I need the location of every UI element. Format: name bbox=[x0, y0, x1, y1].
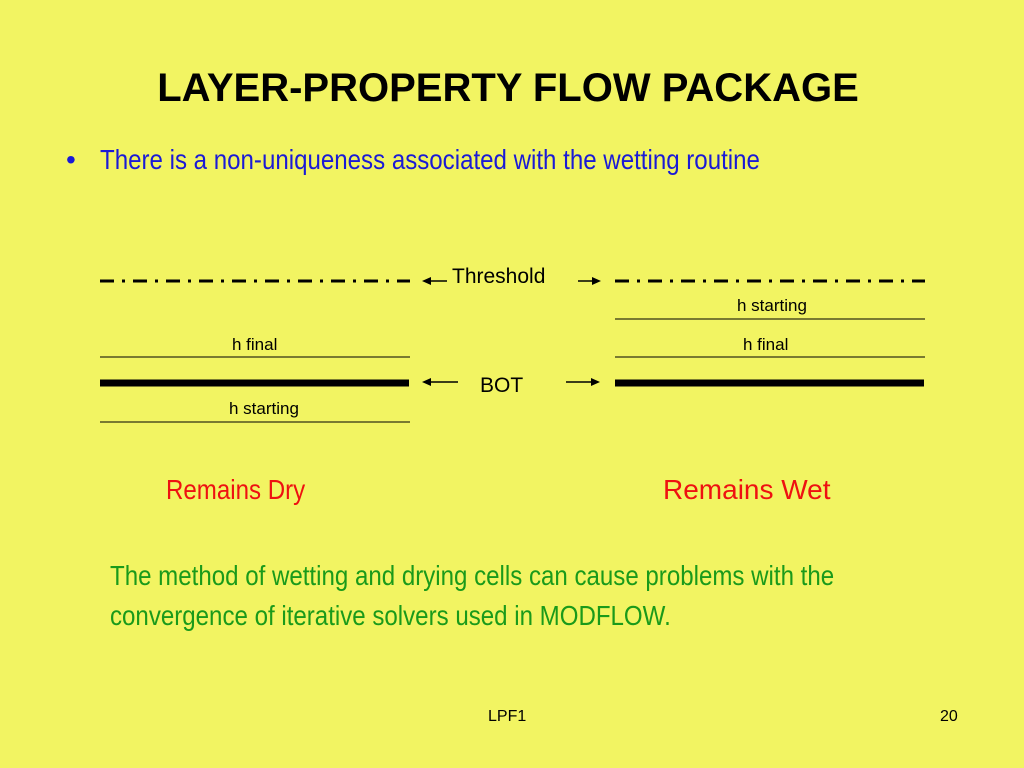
threshold-label: Threshold bbox=[452, 265, 546, 288]
bullet-item: • There is a non-uniqueness associated wi… bbox=[66, 144, 867, 176]
left-h-final-label: h final bbox=[232, 335, 278, 354]
bullet-text: There is a non-uniqueness associated wit… bbox=[100, 144, 760, 175]
convergence-note: The method of wetting and drying cells c… bbox=[110, 560, 835, 631]
remains-dry-label: Remains Dry bbox=[166, 474, 306, 505]
threshold-right-arrow-icon bbox=[578, 277, 601, 285]
threshold-left-arrow-icon bbox=[422, 277, 447, 285]
bullet-marker: • bbox=[66, 144, 76, 175]
bot-left-arrow-icon bbox=[422, 378, 458, 386]
right-h-starting-label: h starting bbox=[737, 296, 807, 315]
bot-right-arrow-icon bbox=[566, 378, 600, 386]
bot-label: BOT bbox=[480, 374, 524, 397]
remains-wet-label: Remains Wet bbox=[663, 474, 831, 505]
right-h-final-label: h final bbox=[743, 335, 789, 354]
footer-label: LPF1 bbox=[488, 708, 527, 725]
slide-title: LAYER-PROPERTY FLOW PACKAGE bbox=[157, 66, 859, 110]
left-h-starting-label: h starting bbox=[229, 399, 299, 418]
page-number: 20 bbox=[940, 708, 958, 725]
